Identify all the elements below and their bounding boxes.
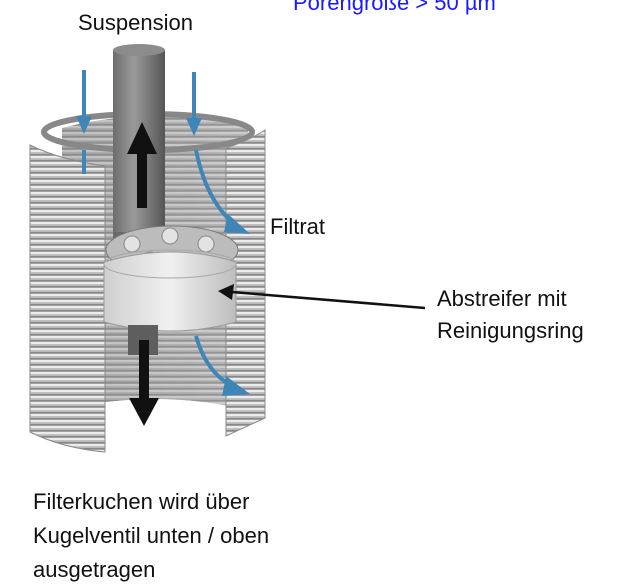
up-arrow <box>127 122 157 208</box>
inner-flow-arrow-left <box>82 150 86 174</box>
right-wall <box>225 129 266 437</box>
front-left-wall <box>29 144 106 453</box>
pore-size-label: Porengröße > 50 µm <box>293 0 496 15</box>
suspension-label: Suspension <box>78 10 193 35</box>
cleaning-ring <box>103 249 237 332</box>
scraper-pointer-arrow <box>218 284 426 310</box>
filtrat-label: Filtrat <box>270 214 325 239</box>
filtrate-arrow-lower <box>194 335 250 396</box>
cake-label-line2: Kugelventil unten / oben <box>33 523 270 548</box>
filtrate-arrow-upper <box>194 149 250 234</box>
suspension-arrow-right <box>186 72 202 136</box>
suspension-arrow-left <box>76 70 92 134</box>
cake-label-line1: Filterkuchen wird über <box>33 489 250 514</box>
down-arrow <box>129 340 159 426</box>
cake-label-line3: ausgetragen <box>33 557 156 582</box>
scraper-label-line2: Reinigungsring <box>437 318 584 343</box>
scraper-label-line1: Abstreifer mit <box>437 286 567 311</box>
